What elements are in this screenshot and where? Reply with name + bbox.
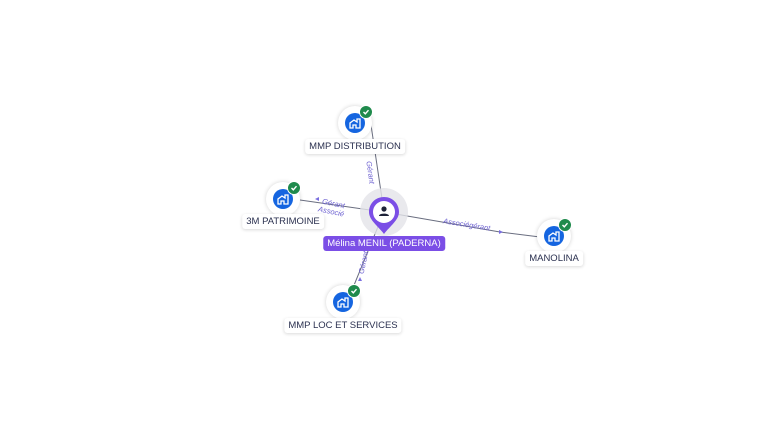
person-icon — [379, 206, 389, 216]
company-label[interactable]: MMP DISTRIBUTION — [305, 139, 405, 154]
person-node[interactable] — [368, 196, 400, 241]
company-label[interactable]: MMP LOC ET SERVICES — [284, 318, 402, 333]
verified-check-icon — [347, 284, 361, 298]
building-icon — [544, 226, 564, 246]
arrow-3m-patrimoine — [315, 197, 319, 201]
building-icon — [345, 113, 365, 133]
building-icon — [333, 292, 353, 312]
verified-check-icon — [359, 105, 373, 119]
arrow-mmp-loc — [358, 277, 362, 281]
building-icon — [273, 189, 293, 209]
map-pin-icon — [369, 197, 399, 234]
verified-check-icon — [287, 181, 301, 195]
person-label[interactable]: Mélina MENIL (PADERNA) — [323, 236, 445, 251]
verified-check-icon — [558, 218, 572, 232]
company-label[interactable]: 3M PATRIMOINE — [242, 214, 324, 229]
arrow-manolina — [499, 230, 503, 234]
company-label[interactable]: MANOLINA — [525, 251, 583, 266]
